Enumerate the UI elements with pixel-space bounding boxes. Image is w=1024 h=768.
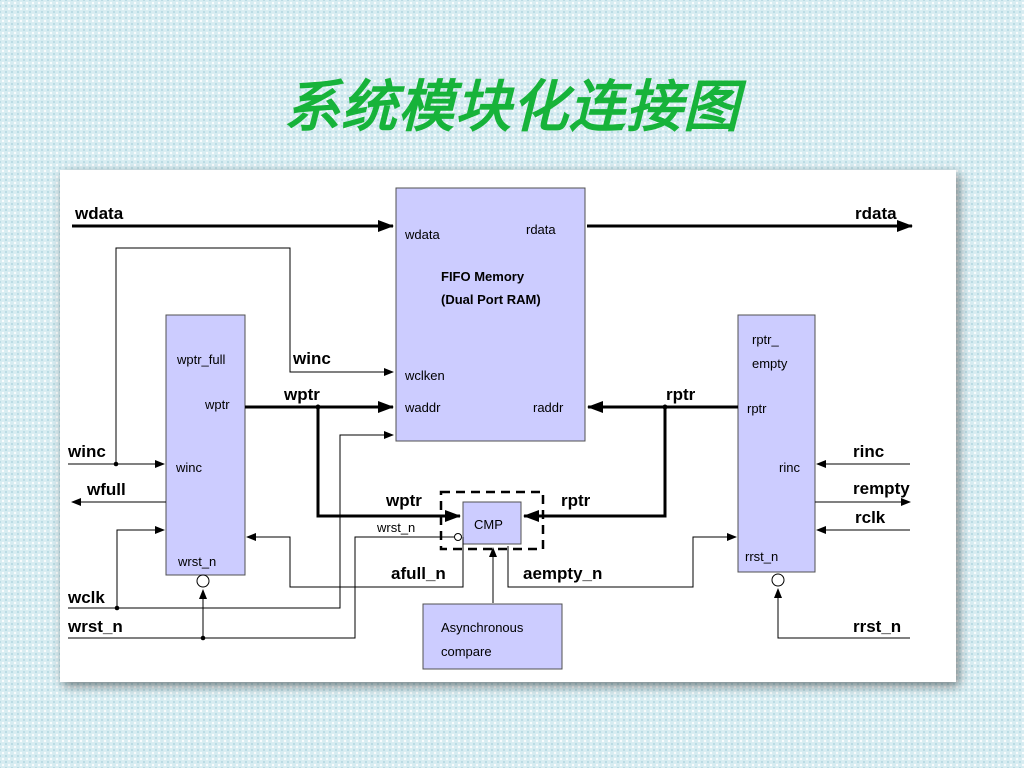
signal-wrst-n: wrst_n [67, 617, 123, 636]
read-pin-rrst-n: rrst_n [745, 549, 778, 564]
memory-pin-wclken: wclken [404, 368, 445, 383]
read-pin-rinc: rinc [779, 460, 800, 475]
read-pin-rptr-empty-1: rptr_ [752, 332, 780, 347]
write-pin-wrst-n: wrst_n [177, 554, 216, 569]
memory-pin-rdata: rdata [526, 222, 556, 237]
read-pin-rptr-empty-2: empty [752, 356, 788, 371]
memory-pin-raddr: raddr [533, 400, 564, 415]
wptr-junction [315, 404, 321, 410]
read-block-reset-bubble [771, 573, 785, 587]
wclk-junction [114, 605, 120, 611]
rptr-junction [662, 404, 668, 410]
signal-rinc: rinc [853, 442, 884, 461]
signal-aempty-n: aempty_n [523, 564, 602, 583]
memory-title-line2: (Dual Port RAM) [441, 292, 541, 307]
rrst-n-wire [774, 588, 910, 639]
write-pointer-block [165, 314, 246, 576]
async-compare-line2: compare [441, 644, 492, 659]
signal-rempty: rempty [853, 479, 910, 498]
slide-title: 系统模块化连接图 [284, 75, 740, 140]
afull-n-wire [246, 533, 464, 588]
signal-winc-in: winc [67, 442, 106, 461]
signal-rptr-mem: rptr [666, 385, 696, 404]
wptr-to-cmp-bus [316, 407, 461, 522]
signal-winc-mem: winc [292, 349, 331, 368]
cmp-wrst-n-bubble [454, 533, 462, 541]
read-pin-rptr: rptr [747, 401, 767, 416]
memory-pin-waddr: waddr [404, 400, 441, 415]
write-pin-wptr-full: wptr_full [176, 352, 226, 367]
aempty-n-wire [507, 533, 737, 588]
write-pin-winc: winc [175, 460, 203, 475]
signal-rclk: rclk [855, 508, 886, 527]
signal-wfull: wfull [86, 480, 126, 499]
memory-pin-wdata: wdata [404, 227, 440, 242]
wrst-n-junction [200, 635, 206, 641]
async-compare-line1: Asynchronous [441, 620, 524, 635]
signal-wptr-mem: wptr [283, 385, 320, 404]
signal-afull-n: afull_n [391, 564, 446, 583]
signal-rrst-n: rrst_n [853, 617, 901, 636]
write-block-reset-bubble [196, 574, 210, 588]
signal-rdata: rdata [855, 204, 897, 223]
signal-wptr-cmp: wptr [385, 491, 422, 510]
signal-rptr-cmp: rptr [561, 491, 591, 510]
signal-wclk: wclk [67, 588, 105, 607]
cmp-block [462, 501, 522, 545]
rptr-to-cmp-bus [523, 407, 667, 522]
wclk-to-write-block-wire [116, 526, 165, 608]
cmp-pin-wrst-n: wrst_n [376, 520, 415, 535]
cmp-label: CMP [474, 517, 503, 532]
wclk-to-memory-wire [68, 431, 394, 609]
async-compare-block [422, 603, 563, 670]
winc-junction [113, 461, 119, 467]
read-pointer-block [737, 314, 816, 573]
write-pin-wptr: wptr [204, 397, 230, 412]
fifo-memory-block [395, 187, 586, 442]
winc-to-wclken-wire [115, 247, 394, 464]
memory-title-line1: FIFO Memory [441, 269, 525, 284]
signal-wdata: wdata [74, 204, 124, 223]
